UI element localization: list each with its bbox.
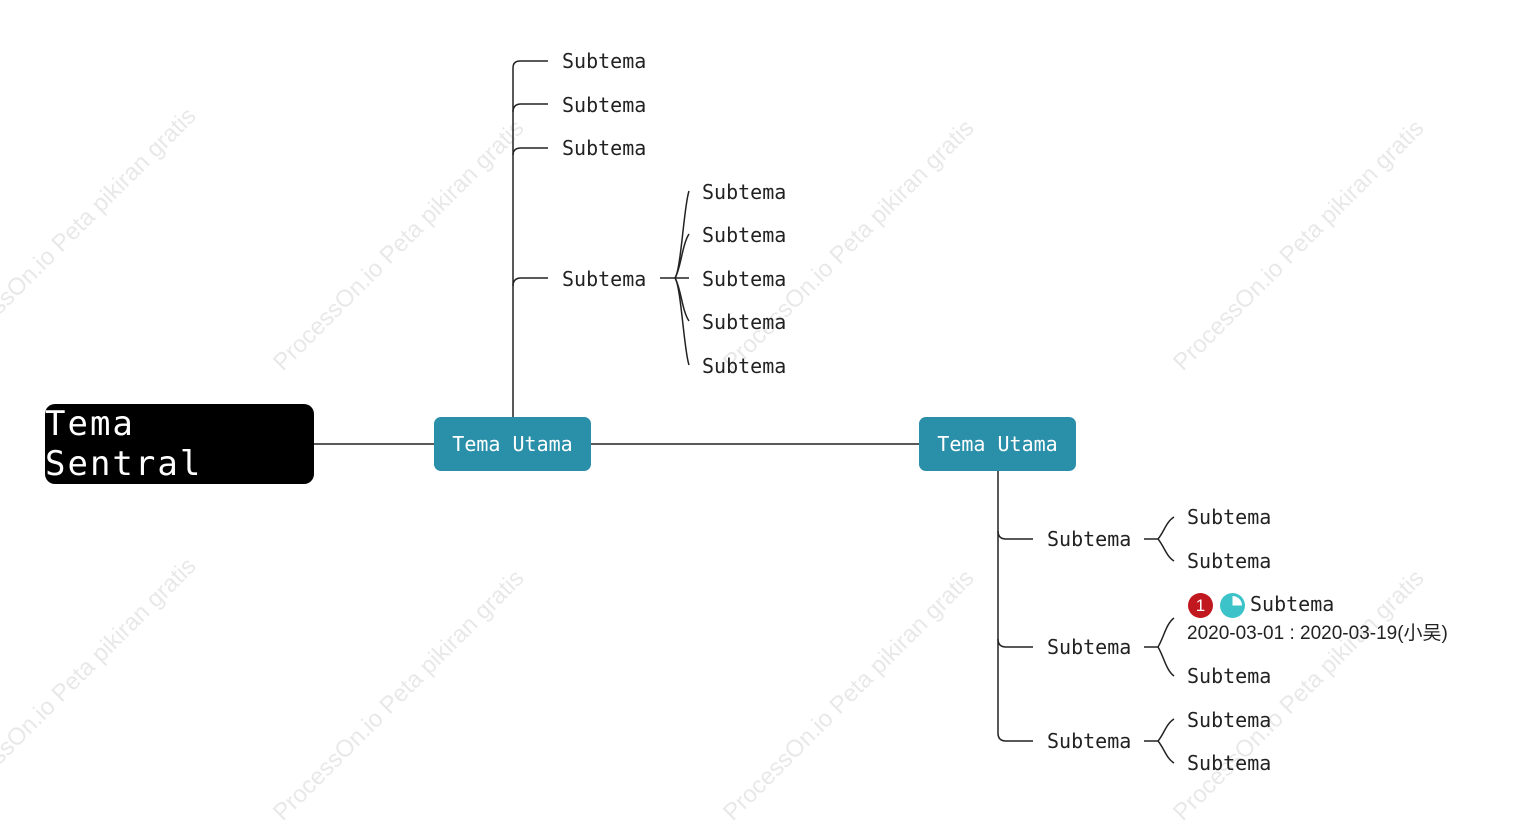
connector: [512, 60, 548, 417]
task-date-range: 2020-03-01 : 2020-03-19(小吴): [1187, 623, 1448, 644]
priority-1-icon: 1: [1188, 593, 1213, 618]
nested-subtopic[interactable]: Subtema: [702, 354, 787, 378]
nested-subtopic[interactable]: Subtema: [702, 180, 787, 204]
subtopic[interactable]: Subtema: [562, 267, 647, 291]
connector: [674, 190, 690, 279]
progress-quarter-icon: [1220, 593, 1245, 618]
central-topic[interactable]: Tema Sentral: [45, 404, 314, 484]
connector: [997, 471, 1033, 742]
nested-subtopic[interactable]: Subtema: [702, 310, 787, 334]
priority-number: 1: [1195, 595, 1206, 615]
nested-subtopic[interactable]: Subtema: [1187, 664, 1272, 688]
main-topic-1[interactable]: Tema Utama: [434, 417, 591, 471]
connector: [512, 103, 548, 113]
task-subtopic-label: Subtema: [1250, 592, 1335, 616]
subtopic[interactable]: Subtema: [562, 136, 647, 160]
connector: [1157, 740, 1175, 764]
subtopic[interactable]: Subtema: [562, 49, 647, 73]
main-topic-label: Tema Utama: [452, 432, 573, 456]
connector: [1157, 718, 1175, 742]
connector: [674, 277, 690, 366]
main-topic-label: Tema Utama: [937, 432, 1058, 456]
central-topic-label: Tema Sentral: [45, 404, 203, 484]
connector: [997, 530, 1033, 540]
connector: [1157, 516, 1175, 540]
connector: [1157, 617, 1175, 648]
nested-subtopic[interactable]: Subtema: [702, 223, 787, 247]
connector: [1157, 538, 1175, 562]
nested-subtopic[interactable]: Subtema: [1187, 751, 1272, 775]
connector: [997, 638, 1033, 648]
subtopic[interactable]: Subtema: [1047, 527, 1132, 551]
nested-subtopic[interactable]: Subtema: [702, 267, 787, 291]
subtopic[interactable]: Subtema: [562, 93, 647, 117]
connector: [1157, 646, 1175, 677]
connector: [674, 233, 690, 279]
nested-subtopic[interactable]: Subtema: [1187, 549, 1272, 573]
main-topic-2[interactable]: Tema Utama: [919, 417, 1076, 471]
subtopic[interactable]: Subtema: [1047, 729, 1132, 753]
connector: [512, 277, 548, 287]
subtopic[interactable]: Subtema: [1047, 635, 1132, 659]
nested-subtopic[interactable]: Subtema: [1187, 708, 1272, 732]
connector: [512, 147, 548, 156]
nested-subtopic[interactable]: Subtema: [1187, 505, 1272, 529]
